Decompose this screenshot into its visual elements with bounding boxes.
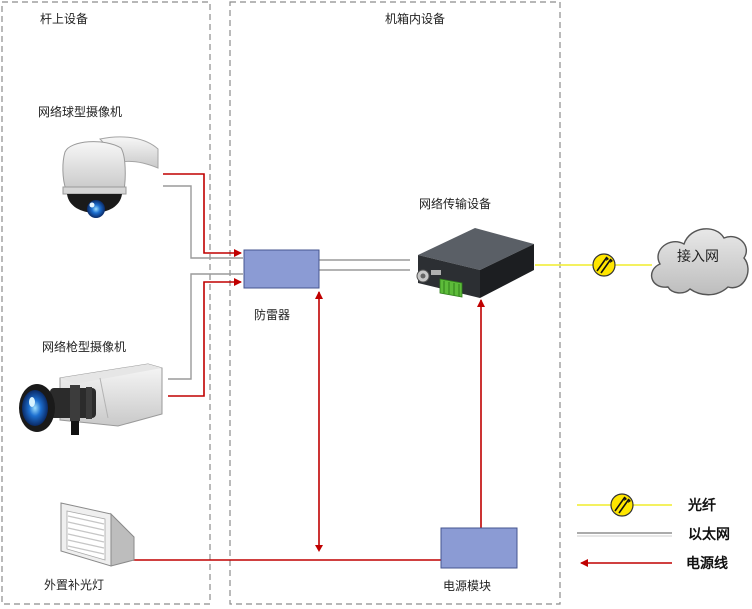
- cabinet-zone-border: [229, 1, 561, 605]
- bullet-camera-label: 网络枪型摄像机: [42, 339, 126, 354]
- power-module-label: 电源模块: [443, 579, 491, 593]
- network-transmission-device-icon: [416, 228, 534, 298]
- legend-fiber-connector-icon: [610, 493, 634, 517]
- fill-light-label: 外置补光灯: [44, 578, 104, 592]
- dome-camera-power-line: [163, 173, 242, 257]
- access-network-label: 接入网: [677, 248, 719, 265]
- legend-ethernet-label: 以太网: [688, 526, 730, 543]
- legend-power-label: 电源线: [686, 555, 728, 572]
- dome-camera-label: 网络球型摄像机: [38, 104, 122, 119]
- dome-camera-icon: [62, 136, 159, 218]
- bullet-camera-ethernet-line: [168, 273, 243, 380]
- dome-camera-ethernet-line: [163, 185, 243, 259]
- pole-zone-border: [1, 1, 211, 605]
- fill-light-power-line: [133, 550, 482, 561]
- pole-zone-label: 杆上设备: [40, 12, 88, 26]
- legend-fiber-label: 光纤: [687, 497, 716, 514]
- transmission-device-label: 网络传输设备: [419, 196, 491, 211]
- bullet-camera-power-line: [168, 278, 242, 397]
- cabinet-zone-label: 机箱内设备: [385, 11, 445, 26]
- surge-protector-box: [243, 249, 320, 289]
- power-junction-arrow: [315, 545, 323, 552]
- access-network-cloud-icon: [650, 228, 749, 296]
- bullet-camera-icon: [19, 363, 163, 435]
- power-module-box: [440, 527, 518, 569]
- fill-light-icon: [60, 502, 135, 567]
- surge-protector-label: 防雷器: [254, 307, 290, 322]
- legend: 光纤 以太网 电源线: [577, 493, 730, 572]
- fiber-connector-icon: [592, 253, 616, 277]
